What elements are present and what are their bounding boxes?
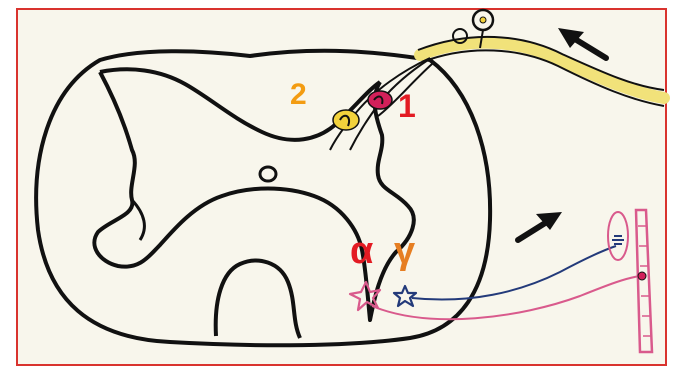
label-two: 2 <box>290 80 307 110</box>
gamma-motor-axon <box>412 246 616 300</box>
label-one: 1 <box>398 90 416 122</box>
central-canal <box>260 167 276 181</box>
muscle-fibre <box>636 210 652 352</box>
neuron-one <box>368 91 392 109</box>
gamma-neuron <box>394 286 416 306</box>
label-alpha: α <box>350 232 373 270</box>
upper-arrow <box>558 28 606 58</box>
alpha-neuron <box>350 282 380 310</box>
dorsal-horn-outline <box>100 69 380 140</box>
ganglion-cell-large-nucleus <box>480 17 486 23</box>
neuron-two <box>333 110 359 130</box>
motor-end-plate <box>638 272 646 280</box>
star-neuron-icon <box>394 286 416 306</box>
star-neuron-icon <box>350 282 380 310</box>
lower-arrow <box>518 212 562 240</box>
label-gamma: γ <box>394 232 415 270</box>
spinal-cord-outline <box>36 51 490 346</box>
spindle-ending <box>612 236 624 244</box>
ventral-horn-inner <box>216 261 300 338</box>
